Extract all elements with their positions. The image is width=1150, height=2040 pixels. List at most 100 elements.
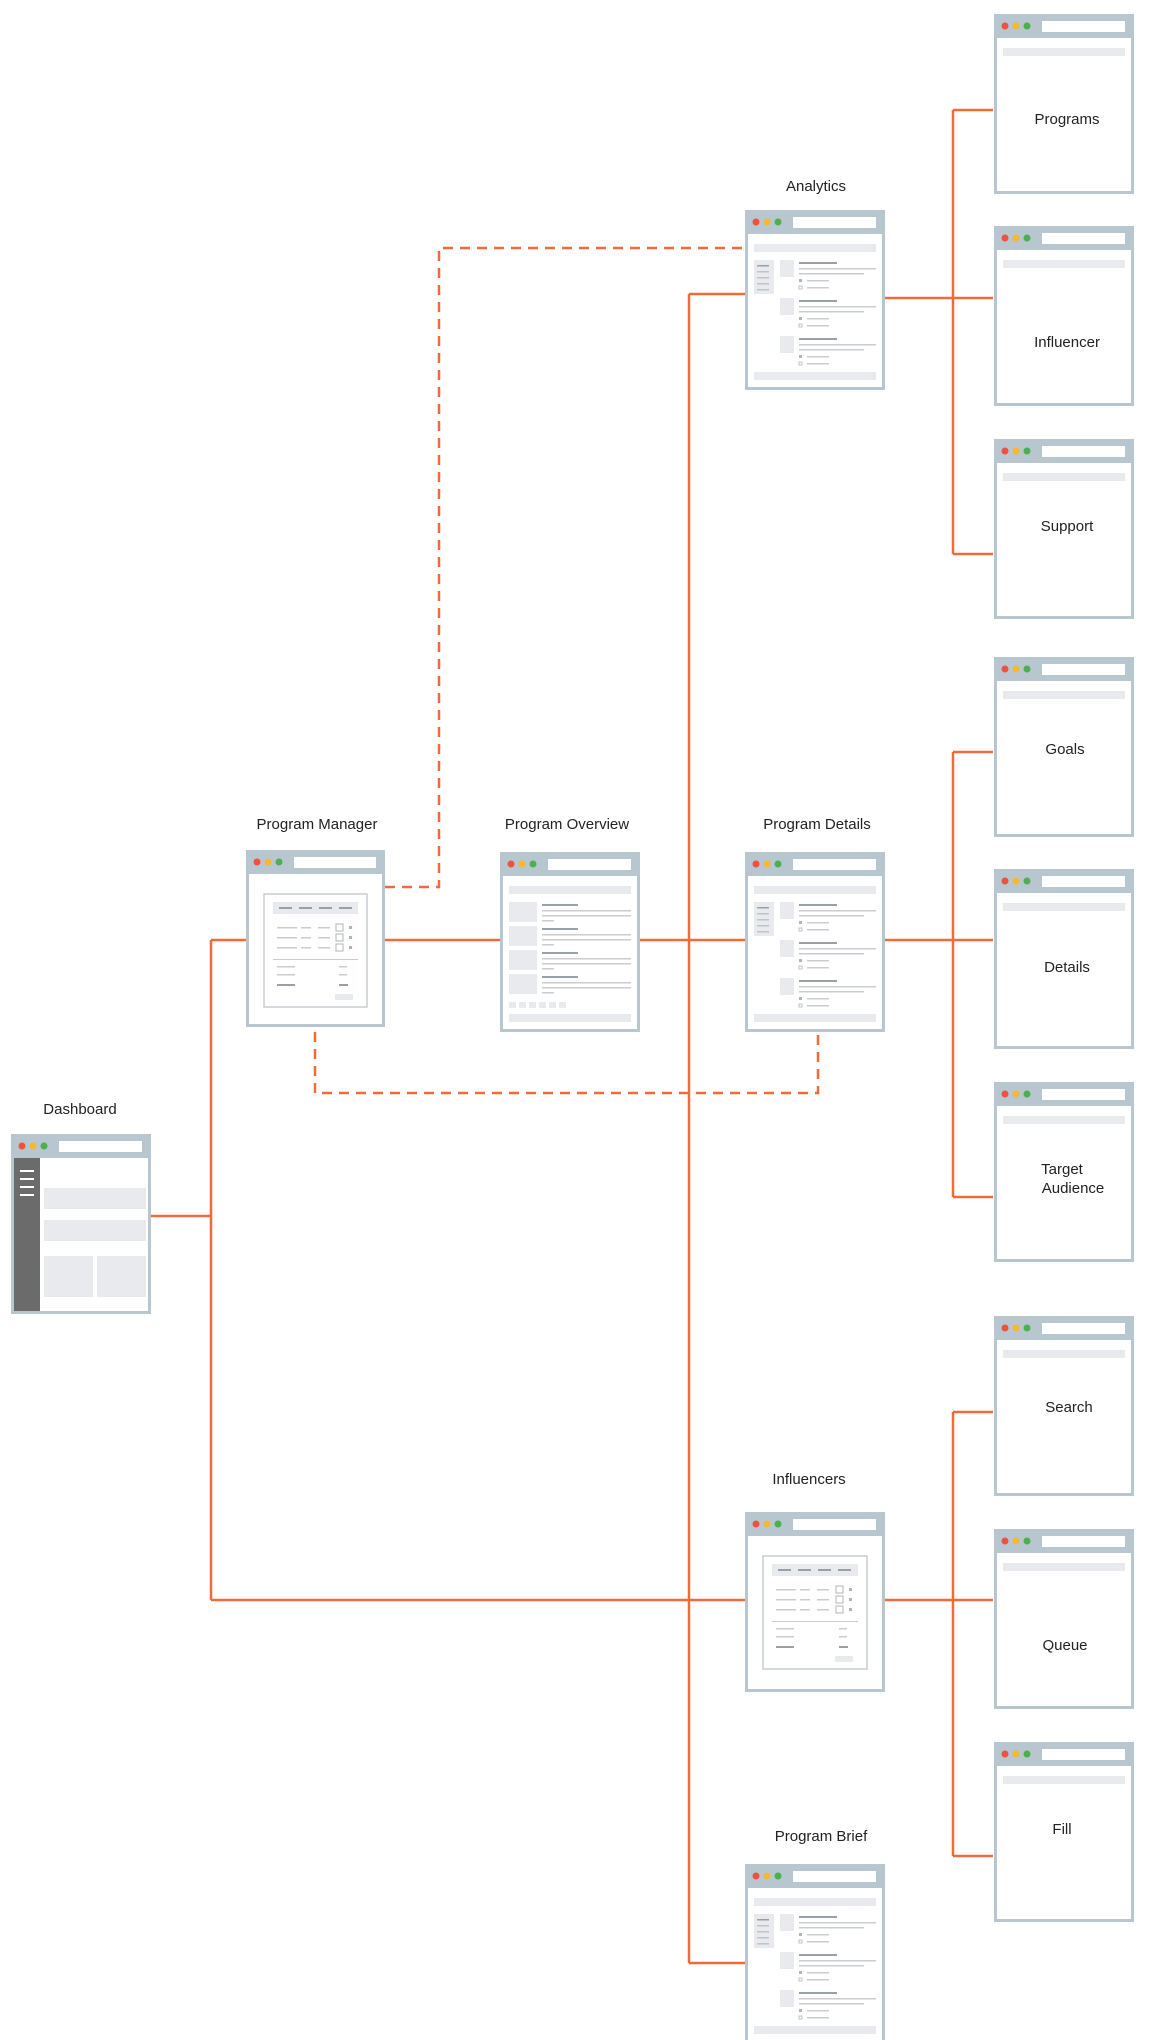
address-bar <box>1042 446 1125 457</box>
cell-placeholder <box>776 1589 796 1591</box>
summary-value-placeholder <box>839 1628 847 1630</box>
minimize-dot-icon <box>29 1142 37 1150</box>
maximize-dot-icon <box>774 1520 782 1528</box>
label-queue: Queue <box>1042 1637 1087 1654</box>
total-value-placeholder <box>839 1646 848 1648</box>
block-title-placeholder <box>799 300 837 302</box>
summary-value-placeholder <box>839 1636 847 1638</box>
checkbox-icon <box>798 2015 803 2020</box>
checkbox-icon <box>335 933 344 942</box>
option-placeholder <box>807 356 829 358</box>
label-dashboard: Dashboard <box>43 1101 116 1118</box>
label-program-overview: Program Overview <box>505 816 629 833</box>
cell-placeholder <box>301 927 311 929</box>
block-thumbnail-placeholder <box>780 1914 794 1931</box>
radio-icon <box>799 1933 802 1936</box>
address-bar <box>1042 21 1125 32</box>
minimize-dot-icon <box>1012 877 1020 885</box>
block-text-placeholder <box>799 910 876 912</box>
address-bar <box>1042 233 1125 244</box>
label-program-details: Program Details <box>763 816 871 833</box>
side-nav-item-placeholder <box>757 1919 769 1921</box>
block-text-placeholder <box>799 953 864 955</box>
close-dot-icon <box>752 218 760 226</box>
minimize-dot-icon <box>1012 447 1020 455</box>
item-text-placeholder <box>542 963 631 965</box>
address-bar <box>1042 876 1125 887</box>
column-header-placeholder <box>339 907 352 909</box>
column-header-placeholder <box>838 1569 851 1571</box>
item-title-placeholder <box>542 952 578 954</box>
delete-icon <box>349 926 352 929</box>
option-placeholder <box>807 967 829 969</box>
item-text-placeholder <box>542 992 554 994</box>
delete-icon <box>349 946 352 949</box>
connector-dashed-manager-analytics <box>385 246 747 889</box>
close-dot-icon <box>752 860 760 868</box>
checkbox-icon <box>798 285 803 290</box>
block-text-placeholder <box>799 349 864 351</box>
side-nav-item-placeholder <box>757 1937 769 1939</box>
checkbox-icon <box>798 1939 803 1944</box>
side-nav-item-placeholder <box>757 919 769 921</box>
option-placeholder <box>807 318 829 320</box>
screen-program-details <box>745 852 885 1032</box>
option-placeholder <box>807 929 829 931</box>
table-header <box>273 902 358 914</box>
side-nav-item-placeholder <box>757 265 769 267</box>
divider <box>772 1621 858 1622</box>
screen-program-overview <box>500 852 640 1032</box>
screen-nodes <box>11 14 1134 2040</box>
connector-dashboard-trunk <box>150 938 747 1602</box>
header-placeholder <box>1003 1350 1125 1358</box>
label-programs: Programs <box>1034 111 1099 128</box>
card-placeholder <box>44 1256 93 1297</box>
side-nav-item-placeholder <box>757 925 769 927</box>
connector-lines <box>150 108 993 1965</box>
maximize-dot-icon <box>1023 1090 1031 1098</box>
side-nav-item-placeholder <box>757 1943 769 1945</box>
address-bar <box>59 1141 142 1152</box>
thumbnail-placeholder <box>509 902 537 922</box>
side-nav-item-placeholder <box>757 1931 769 1933</box>
label-program-manager: Program Manager <box>257 816 378 833</box>
summary-placeholder <box>277 974 295 976</box>
label-target-audience-line1: Target <box>1041 1161 1084 1178</box>
header-placeholder <box>1003 473 1125 481</box>
window-frame <box>994 657 1134 837</box>
summary-value-placeholder <box>339 974 347 976</box>
header-placeholder <box>1003 691 1125 699</box>
label-analytics: Analytics <box>786 178 846 195</box>
address-bar <box>1042 664 1125 675</box>
screen-details <box>994 869 1134 1049</box>
option-placeholder <box>807 1005 829 1007</box>
block-text-placeholder <box>799 1927 864 1929</box>
minimize-dot-icon <box>1012 234 1020 242</box>
block-text-placeholder <box>799 991 864 993</box>
side-nav-item-placeholder <box>757 913 769 915</box>
window-frame <box>994 1082 1134 1262</box>
close-dot-icon <box>1001 665 1009 673</box>
checkbox-icon <box>798 1003 803 1008</box>
label-program-brief: Program Brief <box>775 1828 868 1845</box>
header-placeholder <box>754 886 876 894</box>
block-text-placeholder <box>799 268 876 270</box>
header-placeholder <box>1003 903 1125 911</box>
block-thumbnail-placeholder <box>780 940 794 957</box>
address-bar <box>548 859 631 870</box>
option-placeholder <box>807 1934 829 1936</box>
side-nav-item-placeholder <box>757 271 769 273</box>
menu-line-icon <box>20 1194 34 1196</box>
pager-placeholder <box>549 1002 556 1008</box>
option-placeholder <box>807 1979 829 1981</box>
option-placeholder <box>807 1972 829 1974</box>
window-frame <box>994 1316 1134 1496</box>
cell-placeholder <box>277 937 297 939</box>
cell-placeholder <box>800 1599 810 1601</box>
footer-placeholder <box>754 372 876 380</box>
option-placeholder <box>807 922 829 924</box>
checkbox-icon <box>335 923 344 932</box>
maximize-dot-icon <box>1023 877 1031 885</box>
item-text-placeholder <box>542 944 554 946</box>
thumbnail-placeholder <box>509 926 537 946</box>
